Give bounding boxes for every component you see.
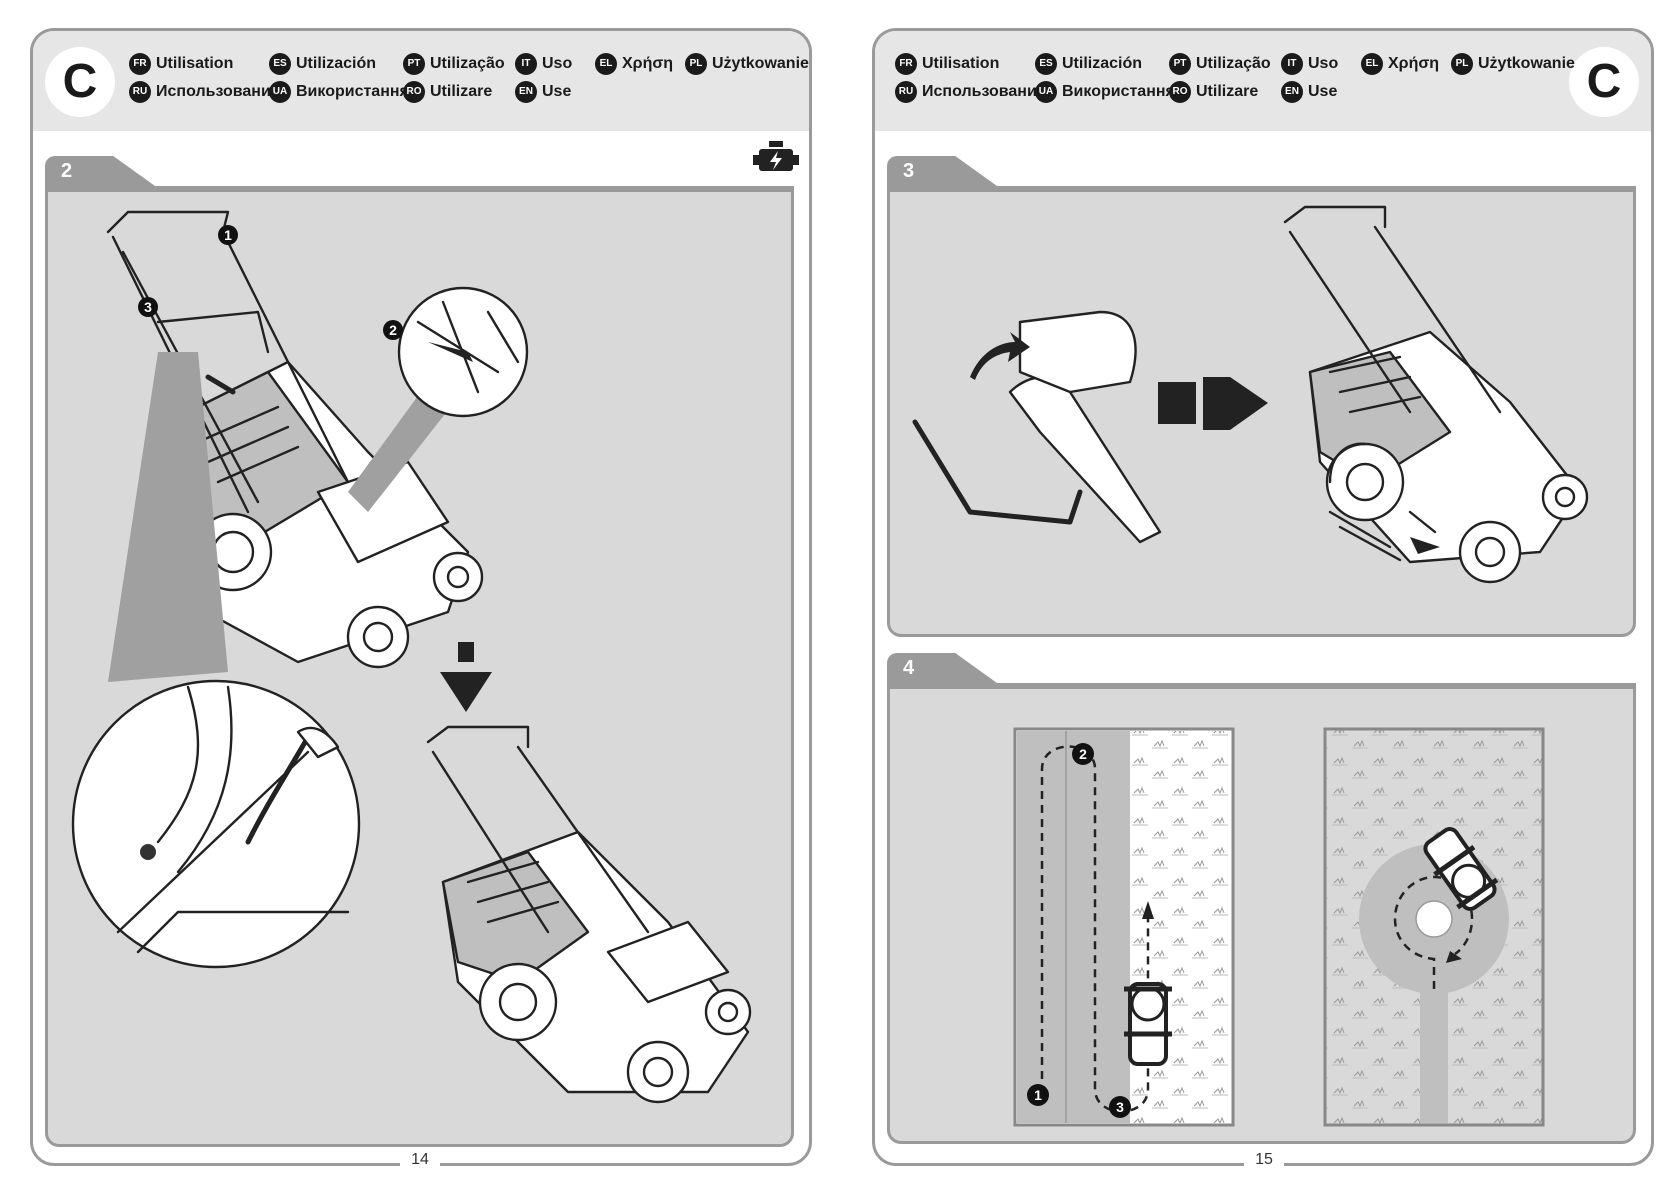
step-tab-4: 4 (887, 653, 997, 683)
callout-layer-right: 1 2 3 (890, 689, 1633, 1141)
svg-text:2: 2 (1079, 746, 1087, 762)
svg-text:1: 1 (224, 227, 232, 243)
page-number-left: 14 (400, 1151, 440, 1169)
step-panel-3 (887, 189, 1636, 637)
step-panel-4: 1 2 3 (887, 686, 1636, 1144)
step-tab-3: 3 (887, 156, 997, 186)
mower-illustration-drive (1285, 207, 1587, 582)
svg-text:2: 2 (389, 322, 397, 338)
svg-text:1: 1 (1034, 1087, 1042, 1103)
callout-1: 1 (218, 225, 238, 245)
pattern-callout-2: 2 (1072, 743, 1094, 765)
pattern-callout-1: 1 (1027, 1084, 1049, 1106)
illustration-drive-lever (890, 192, 1633, 634)
page-number-right: 15 (1244, 1151, 1284, 1169)
arrow-block (1158, 382, 1196, 424)
hand (1020, 312, 1136, 392)
svg-text:3: 3 (144, 299, 152, 315)
callout-2: 2 (383, 320, 403, 340)
step-panel-2: 1 2 3 (45, 189, 794, 1147)
section-badge-left: C (45, 47, 115, 117)
engine-start-icon (751, 139, 801, 179)
section-badge-right: C (1569, 47, 1639, 117)
arrow-head (1203, 377, 1268, 430)
callout-layer-left: 1 2 3 (48, 192, 791, 1144)
callout-3: 3 (138, 297, 158, 317)
step-tab-2: 2 (45, 156, 155, 186)
svg-text:3: 3 (1116, 1099, 1124, 1115)
pattern-callout-3: 3 (1109, 1096, 1131, 1118)
